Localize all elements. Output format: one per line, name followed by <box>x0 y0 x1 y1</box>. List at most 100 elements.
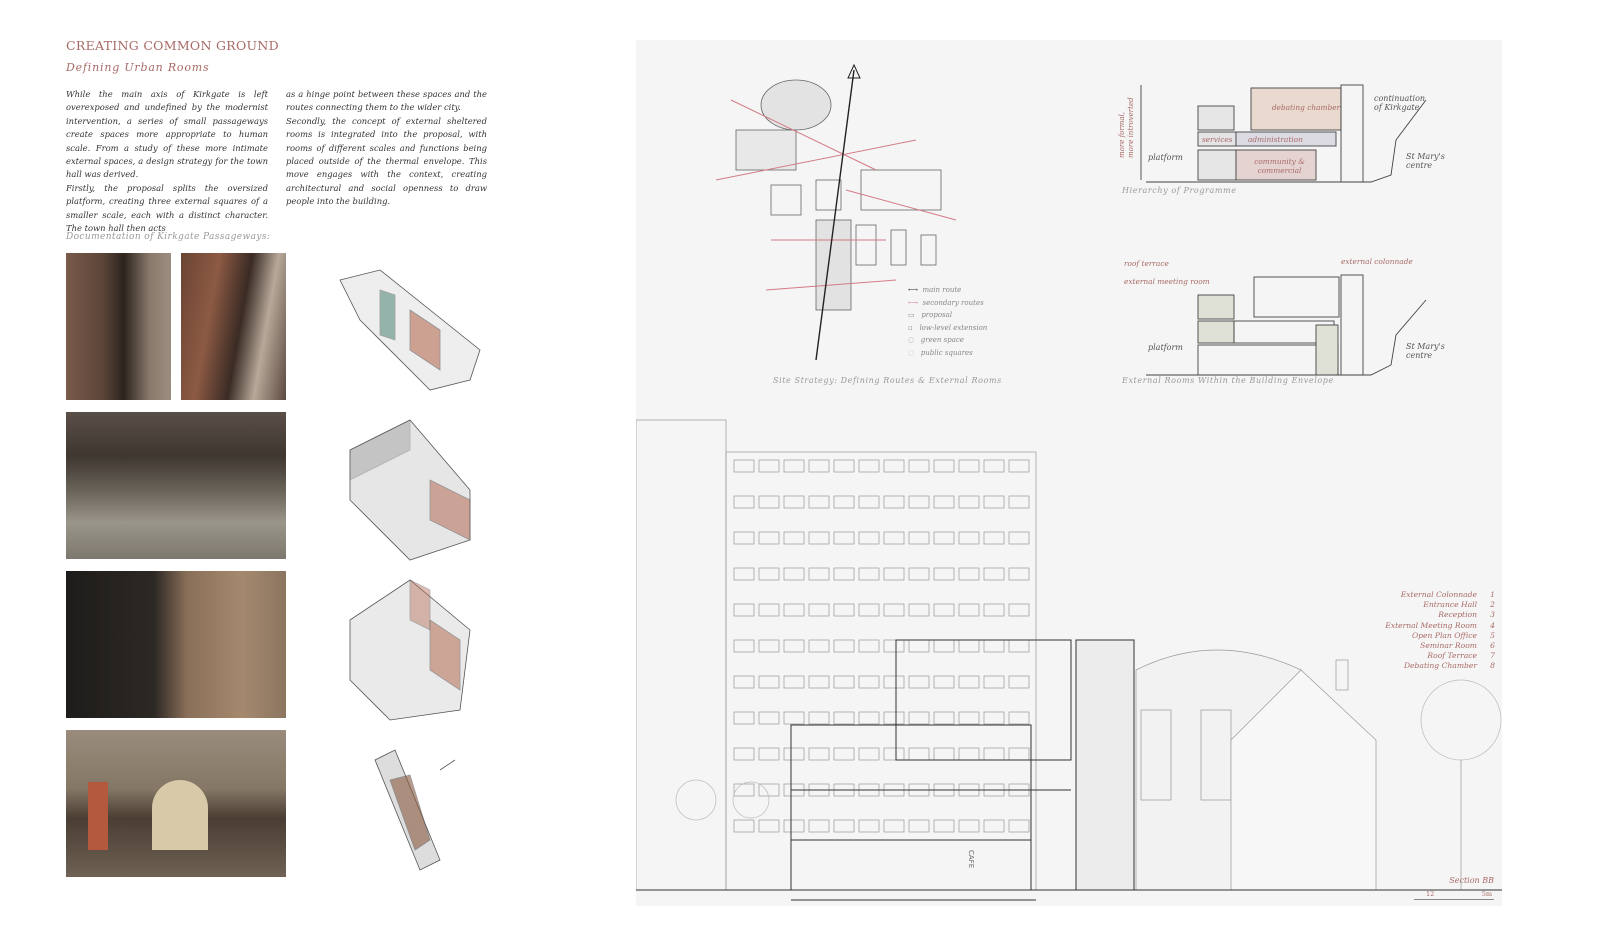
tower-window <box>733 819 755 833</box>
tower-window <box>983 819 1005 833</box>
tower-window <box>783 819 805 833</box>
tower-window <box>833 711 855 725</box>
label-kirkgate: continuation of Kirkgate <box>1374 94 1426 112</box>
tower-window <box>733 567 755 581</box>
tower-window <box>783 711 805 725</box>
axo-sketch-3 <box>349 579 471 721</box>
axo-sketch-2 <box>349 419 471 561</box>
axo-sketch-1 <box>339 269 481 391</box>
hierarchy-axis-label: more formal,more introverted <box>1118 97 1135 158</box>
tower-window <box>733 711 755 725</box>
documentation-heading: Documentation of Kirkgate Passageways: <box>66 232 271 242</box>
tower-window <box>908 459 930 473</box>
tower-window <box>733 747 755 761</box>
tower-window <box>908 639 930 653</box>
tower-window <box>958 675 980 689</box>
tower-window <box>758 603 780 617</box>
hierarchy-caption: Hierarchy of Programme <box>1122 186 1237 195</box>
tower-window <box>783 567 805 581</box>
label-roof-terrace: roof terrace <box>1124 259 1169 268</box>
tower-window <box>983 459 1005 473</box>
tower-window <box>983 531 1005 545</box>
tower-window <box>833 819 855 833</box>
tower-window <box>958 819 980 833</box>
tower-window <box>758 567 780 581</box>
tower-window <box>933 675 955 689</box>
tower-window <box>883 603 905 617</box>
public-squares-icon: ○ <box>908 348 915 357</box>
label-debating-chamber: debating chamber <box>1271 103 1341 112</box>
tower-window <box>808 639 830 653</box>
tower-window <box>1008 639 1030 653</box>
tower-window <box>808 459 830 473</box>
tower-window <box>958 459 980 473</box>
paragraph: Secondly, the concept of external shelte… <box>286 115 487 207</box>
axonometric-sketches <box>339 269 481 871</box>
tower-window <box>783 531 805 545</box>
tower-window <box>1008 819 1030 833</box>
passage-photo-3 <box>66 571 286 718</box>
red-door <box>88 782 108 850</box>
label-st-marys: St Mary's centre <box>1406 342 1445 360</box>
external-rooms-caption: External Rooms Within the Building Envel… <box>1122 376 1334 385</box>
tower-window <box>908 819 930 833</box>
tower-window <box>833 603 855 617</box>
tower-window <box>733 675 755 689</box>
green-space-icon: ◌ <box>908 336 915 345</box>
tower-window <box>733 603 755 617</box>
tower-window <box>908 675 930 689</box>
tower-window <box>1008 531 1030 545</box>
tower-window <box>858 639 880 653</box>
tower-window <box>983 675 1005 689</box>
legend-item: ⟷ secondary routes <box>908 298 984 307</box>
tower-window <box>858 531 880 545</box>
tower-window <box>883 567 905 581</box>
tower-window <box>808 747 830 761</box>
page-subtitle: Defining Urban Rooms <box>66 61 210 74</box>
tower-window <box>883 459 905 473</box>
tower-window <box>758 459 780 473</box>
body-text-col2: as a hinge point between these spaces an… <box>286 88 487 209</box>
tower-window <box>808 495 830 509</box>
tower-window <box>808 819 830 833</box>
tower-window <box>758 531 780 545</box>
label-external-meeting-room: external meeting room <box>1124 277 1210 286</box>
tower-window <box>883 819 905 833</box>
tower-window <box>833 747 855 761</box>
tower-window <box>783 747 805 761</box>
hierarchy-diagram <box>1140 84 1427 183</box>
axo-sketch-4 <box>374 749 456 871</box>
label-platform: platform <box>1148 153 1183 162</box>
label-community: community & commercial <box>1254 157 1305 175</box>
legend-item: ⟷ main route <box>908 286 962 294</box>
tower-window <box>733 531 755 545</box>
passage-photo-4 <box>66 730 286 877</box>
cafe-label: CAFE <box>967 850 975 868</box>
tower-window <box>733 495 755 509</box>
site-strategy-legend: ⟷ main route ⟷ secondary routes ▭ propos… <box>908 284 987 360</box>
legend-item: ▭ proposal <box>908 311 953 320</box>
tower-window <box>958 711 980 725</box>
tower-window <box>933 639 955 653</box>
tower-window <box>833 567 855 581</box>
tower-window <box>833 495 855 509</box>
passage-photo-2 <box>66 412 286 559</box>
tower-window <box>1008 603 1030 617</box>
tower-window <box>908 603 930 617</box>
label-st-marys: St Mary's centre <box>1406 152 1445 170</box>
main-route-icon: ⟷ <box>908 286 919 294</box>
tower-window <box>983 567 1005 581</box>
tower-window <box>933 819 955 833</box>
tower-window <box>958 531 980 545</box>
site-strategy-plan <box>715 63 957 361</box>
tower-window <box>983 711 1005 725</box>
tower-window <box>883 747 905 761</box>
